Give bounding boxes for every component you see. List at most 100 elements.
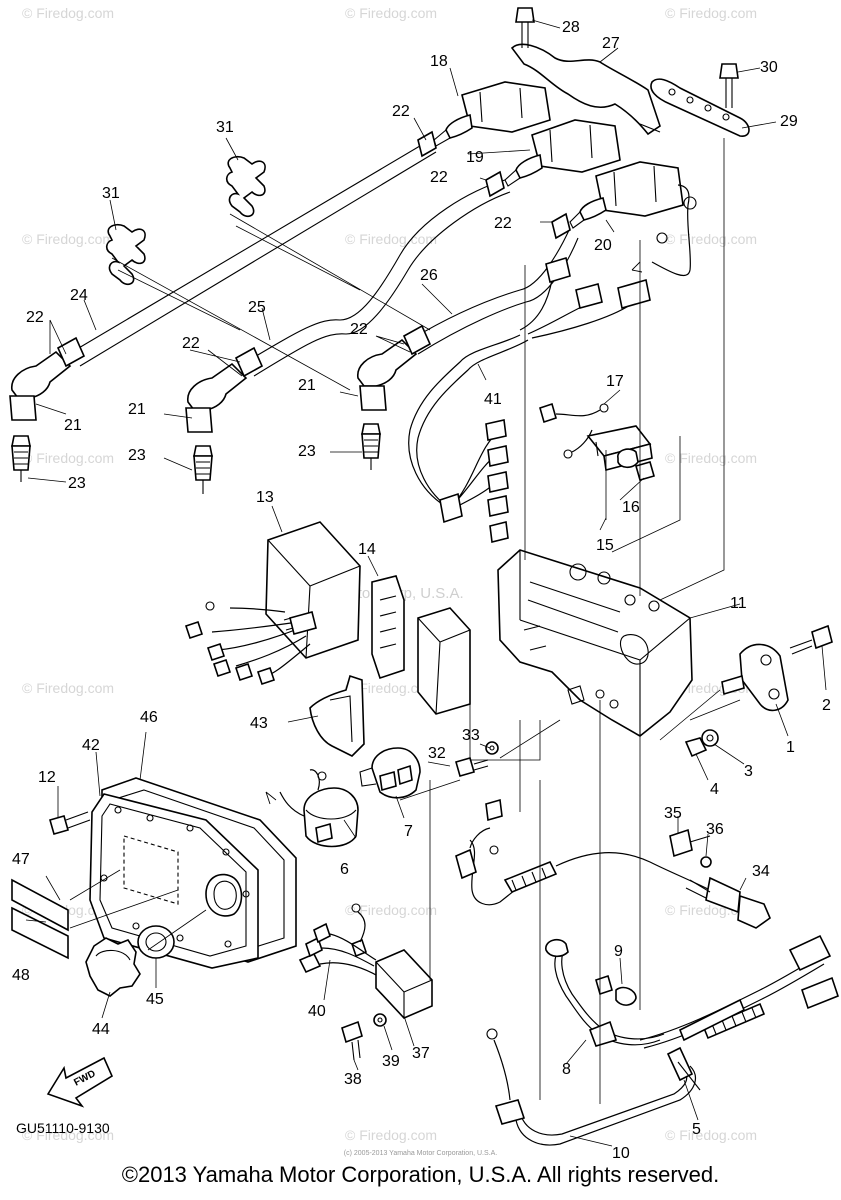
bolt-28 [515,7,535,48]
rectifier-regulator-14 [371,575,471,715]
watermark: © Firedog.com [665,5,757,21]
callout-15: 15 [596,537,614,554]
nut-4 [684,737,708,758]
callout-26: 26 [420,267,438,284]
cable-10 [486,934,839,1146]
spark-plug-23-right [361,423,381,470]
callout-30: 30 [760,59,778,76]
bracket-37 [375,949,433,1019]
callout-44: 44 [92,1021,110,1038]
callout-11: 11 [730,595,747,612]
cdi-unit-13 [184,521,361,686]
callout-5: 5 [692,1121,701,1138]
callout-22a: 22 [392,103,410,120]
part-17 [539,402,609,459]
coil-bracket-27 [510,43,661,136]
callout-39: 39 [382,1053,400,1070]
callout-3: 3 [744,763,753,780]
label-48 [11,906,69,960]
watermark: © Firedog.com [665,1127,757,1143]
part-16 [635,461,655,481]
plate-1 [721,643,789,712]
spark-plug-23-middle [193,445,213,494]
callout-9: 9 [614,943,623,960]
callout-47: 47 [12,851,30,868]
watermark: © Firedog.com [22,680,114,696]
ignition-coil-20 [569,161,697,276]
copyright-notice: ©2013 Yamaha Motor Corporation, U.S.A. A… [121,1162,720,1187]
seal-45 [137,925,175,959]
lead-wire-8 [545,938,665,1047]
callout-31a: 31 [216,119,234,136]
callout-41: 41 [484,391,502,408]
callout-37: 37 [412,1045,430,1062]
callout-12: 12 [38,769,56,786]
guide-lines [69,138,741,1104]
callout-35: 35 [664,805,682,822]
callout-leaders [25,19,827,1147]
cord-holder-31-lower [105,223,146,286]
watermark: © Firedog.com [22,5,114,21]
micro-notice: (c) 2005-2013 Yamaha Motor Corporation, … [343,1150,498,1157]
callout-22c: 22 [494,215,512,232]
callout-10: 10 [612,1145,630,1162]
relay-7 [359,747,421,799]
cover-42 [89,793,259,969]
callout-7: 7 [404,823,413,840]
callout-31b: 31 [102,185,120,202]
callout-23c: 23 [298,443,316,460]
ignition-coil-19 [504,119,621,187]
bolt-12 [49,811,91,835]
callout-21c: 21 [298,377,316,394]
callout-34: 34 [752,863,770,880]
ignition-coil-18 [433,81,551,147]
callout-18: 18 [430,53,448,70]
clamp-5 [666,1046,701,1091]
fwd-arrow: FWD [46,1056,114,1108]
callout-27: 27 [602,35,620,52]
callout-14: 14 [358,541,376,558]
callout-20: 20 [594,237,612,254]
relay-6 [265,769,359,848]
cord-holder-31-upper [225,155,266,218]
callout-48: 48 [12,967,30,984]
bolt-2 [789,624,833,655]
electrical-bracket-11 [497,549,693,737]
plate-29 [650,78,750,137]
callout-labels: 1 2 3 4 5 6 7 8 9 10 11 12 13 14 15 16 1… [12,19,831,1162]
callout-23a: 23 [128,447,146,464]
diagram-code: GU51110-9130 [16,1120,110,1136]
callout-1: 1 [786,739,795,756]
high-tension-cord-26 [357,227,579,411]
clamps-22 [417,130,571,240]
watermark: © Firedog.com [345,231,437,247]
bracket-43 [309,674,365,757]
connector-40 [298,903,379,977]
part-9 [595,974,637,1006]
high-tension-cord-24 [9,139,437,421]
spark-plug-23-left [11,435,31,482]
callout-40: 40 [308,1003,326,1020]
watermark: © Firedog.com [22,1127,114,1143]
callout-21a: 21 [64,417,82,434]
label-47 [11,878,69,932]
callout-21b: 21 [128,401,146,418]
watermark: © Firedog.com [345,680,437,696]
watermark: © Firedog.com [22,231,114,247]
callout-43: 43 [250,715,268,732]
callout-29: 29 [780,113,798,130]
wire-harness-41 [408,256,651,543]
callout-36: 36 [706,821,724,838]
watermark: © Firedog.com [22,450,114,466]
callout-38: 38 [344,1071,362,1088]
callout-33: 33 [462,727,480,744]
watermark: © Firedog.com [345,1127,437,1143]
watermark: © Firedog.com [345,902,437,918]
watermark: © Firedog.com [665,231,757,247]
callout-2: 2 [822,697,831,714]
callout-17: 17 [606,373,624,390]
bolt-38 [341,1020,363,1061]
callout-16: 16 [622,499,640,516]
washer-36 [700,856,712,868]
